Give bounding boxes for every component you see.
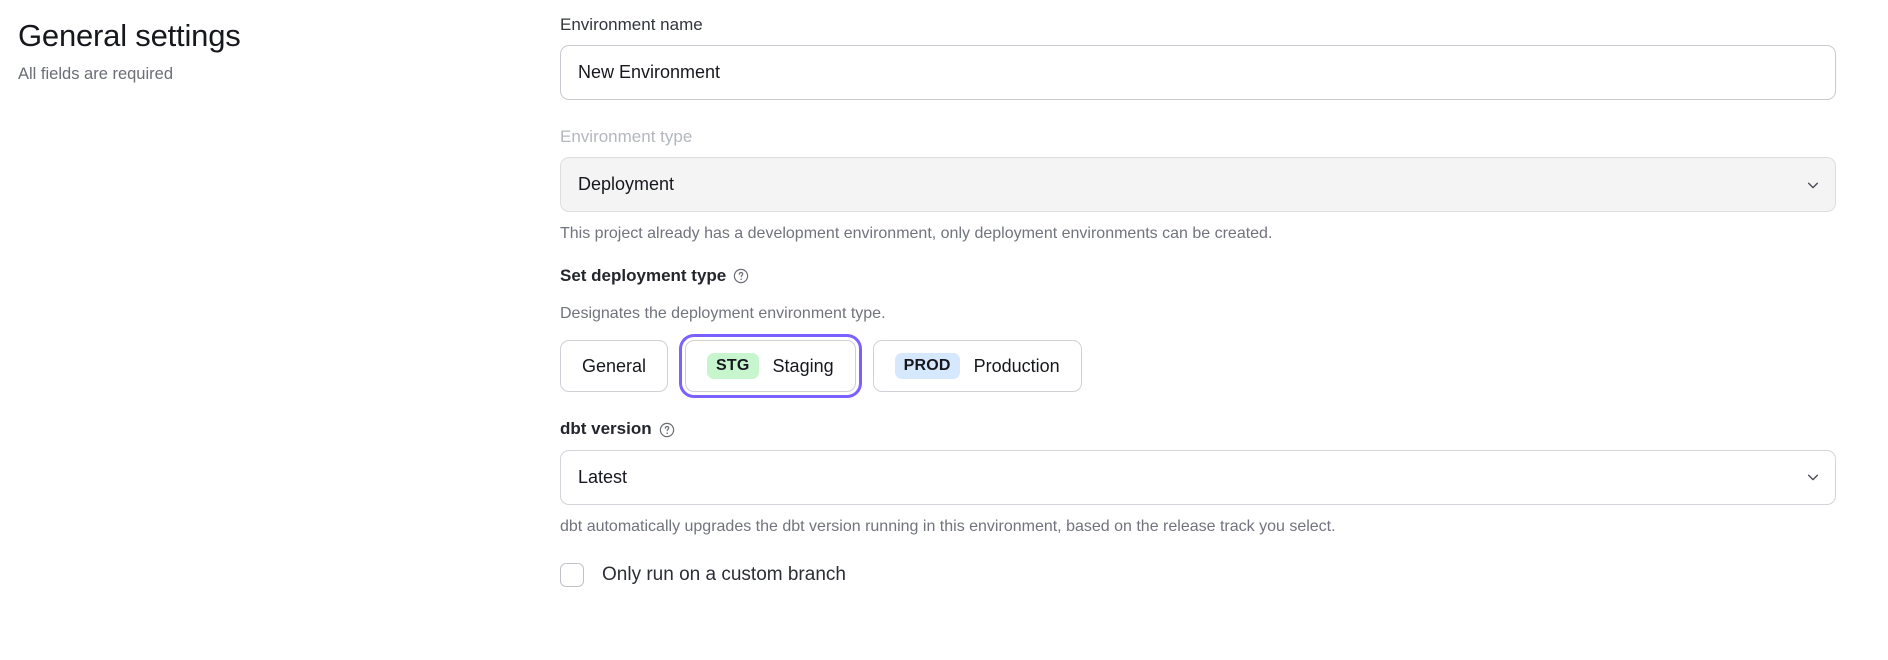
deployment-type-field: Set deployment type Designates the deplo… <box>560 265 1836 393</box>
dbt-version-select[interactable]: Latest <box>560 450 1836 505</box>
deployment-type-option-general-label: General <box>582 356 646 377</box>
custom-branch-label: Only run on a custom branch <box>602 564 846 587</box>
deployment-type-option-general[interactable]: General <box>560 340 668 392</box>
deployment-type-label: Set deployment type <box>560 265 726 287</box>
question-circle-icon[interactable] <box>659 422 675 438</box>
question-circle-icon[interactable] <box>733 268 749 284</box>
dbt-version-field: dbt version Latest dbt automatically upg… <box>560 418 1836 537</box>
deployment-type-option-staging[interactable]: STG Staging <box>685 340 856 392</box>
page-title: General settings <box>18 18 560 55</box>
dbt-version-label: dbt version <box>560 418 652 440</box>
dbt-version-label-row: dbt version <box>560 418 675 440</box>
page-subtitle: All fields are required <box>18 64 560 85</box>
deployment-type-option-staging-label: Staging <box>773 356 834 377</box>
custom-branch-checkbox[interactable] <box>560 563 584 587</box>
deployment-type-label-row: Set deployment type <box>560 265 749 287</box>
deployment-type-option-production-label: Production <box>974 356 1060 377</box>
environment-name-field: Environment name New Environment <box>560 14 1836 100</box>
environment-type-field: Environment type Deployment This project… <box>560 126 1836 245</box>
environment-name-input[interactable]: New Environment <box>560 45 1836 100</box>
environment-type-select[interactable]: Deployment <box>560 157 1836 212</box>
environment-type-help-text: This project already has a development e… <box>560 223 1836 245</box>
dbt-version-help-text: dbt automatically upgrades the dbt versi… <box>560 516 1836 538</box>
dbt-version-select-wrap: Latest <box>560 450 1836 505</box>
environment-type-label: Environment type <box>560 126 1836 148</box>
deployment-type-options: General STG Staging PROD Production <box>560 340 1836 392</box>
production-badge: PROD <box>895 353 960 379</box>
deployment-type-option-production[interactable]: PROD Production <box>873 340 1082 392</box>
settings-header-column: General settings All fields are required <box>0 0 560 85</box>
deployment-type-description: Designates the deployment environment ty… <box>560 303 1836 325</box>
environment-type-select-wrap: Deployment <box>560 157 1836 212</box>
settings-form: Environment name New Environment Environ… <box>560 0 1888 587</box>
staging-badge: STG <box>707 353 759 379</box>
custom-branch-row[interactable]: Only run on a custom branch <box>560 563 1836 587</box>
environment-name-label: Environment name <box>560 14 1836 36</box>
